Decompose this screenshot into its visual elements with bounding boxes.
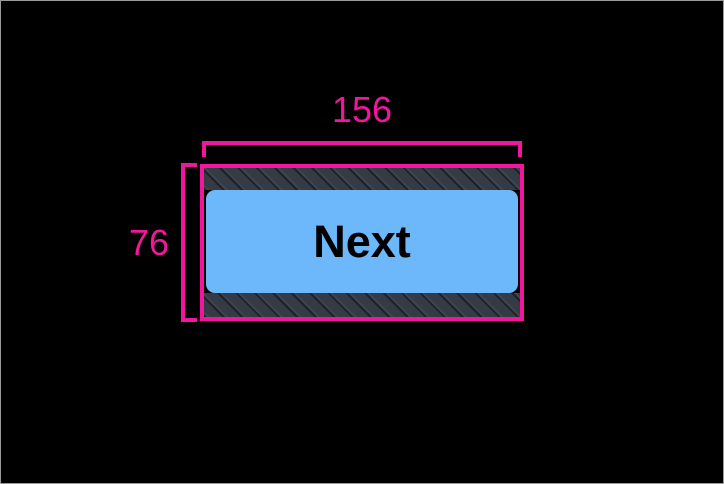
width-dimension-bracket	[202, 141, 522, 157]
box-model-overlay: Next	[200, 164, 524, 321]
height-dimension-label: 76	[128, 222, 169, 263]
padding-strip-bottom	[204, 293, 520, 317]
padding-strip-top	[204, 168, 520, 190]
next-button-label: Next	[313, 216, 411, 267]
width-dimension-label: 156	[331, 89, 393, 130]
next-button[interactable]: Next	[206, 190, 518, 293]
height-dimension-bracket	[181, 163, 197, 322]
